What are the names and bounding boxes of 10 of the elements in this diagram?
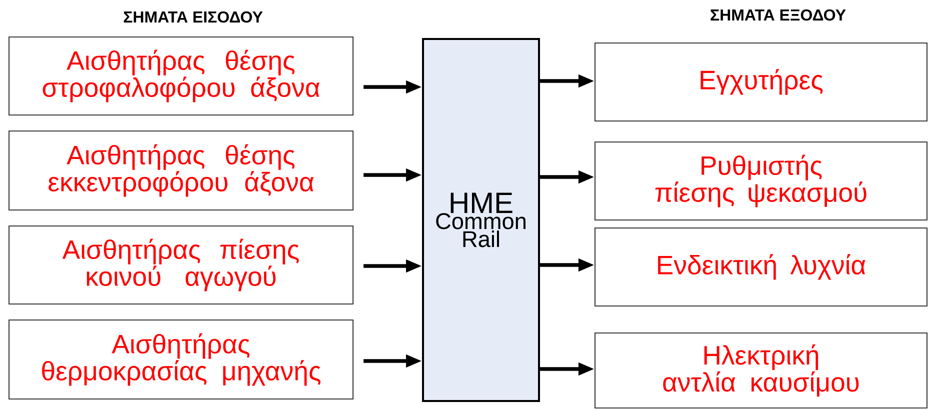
signal-box: Ενδεικτική λυχνία bbox=[594, 227, 928, 307]
signal-box: Αισθητήρας θέσης στροφαλοφόρου άξονα bbox=[8, 36, 354, 116]
signal-box: Ηλεκτρική αντλία καυσίμου bbox=[594, 332, 928, 409]
signal-box: Αισθητήρας θέσης εκκεντροφόρου άξονα bbox=[8, 130, 354, 211]
signal-box: Αισθητήρας πίεσης κοινού αγωγού bbox=[8, 225, 354, 305]
controller-box: HME Common Rail bbox=[422, 38, 540, 402]
signal-box: Αισθητήρας θερμοκρασίας μηχανής bbox=[8, 319, 354, 400]
column-heading: ΣΗΜΑΤΑ ΕΞΟΔΟΥ bbox=[710, 9, 846, 21]
signal-box: Ρυθμιστής πίεσης ψεκασμού bbox=[594, 141, 928, 221]
signal-box: Εγχυτήρες bbox=[594, 42, 928, 122]
